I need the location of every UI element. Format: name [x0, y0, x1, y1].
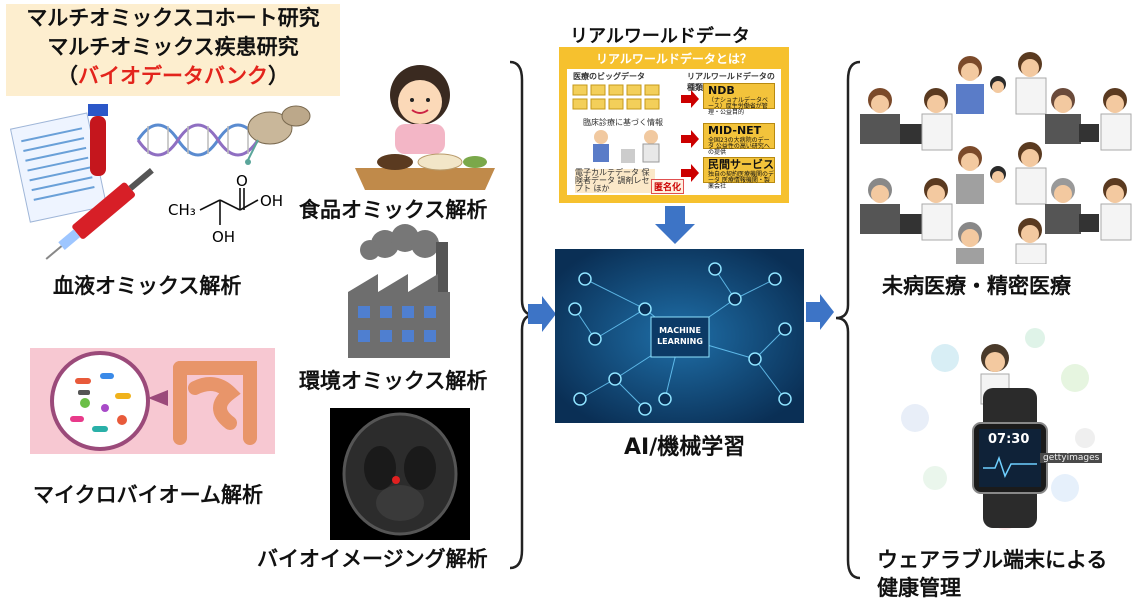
wearable-label-line2: 健康管理	[877, 576, 961, 600]
o-label: O	[236, 172, 248, 190]
poster-arrows	[681, 90, 699, 182]
private-service-title: 民間サービス	[708, 158, 774, 171]
ai-ml-label: AI/機械学習	[624, 435, 746, 460]
precision-medicine-label: 未病医療・精密医療	[882, 274, 1071, 298]
ch3-label: CH₃	[168, 201, 196, 219]
main-dish-icon	[417, 153, 463, 171]
ml-badge-line1: MACHINE	[659, 326, 701, 335]
biodatabank-text: バイオデータバンク	[77, 64, 269, 88]
right-group-bracket	[835, 60, 861, 580]
private-service-box: 民間サービス独自の契約医療機関のデータ 医療情報機関・製薬会社	[703, 157, 775, 190]
blood-omics-illustration: CH₃ OH O OH	[9, 104, 311, 260]
wearable-health-illustration	[901, 328, 1095, 530]
ndb-sub: （ナショナルデータベース）厚生労働省が管理・公益目的	[708, 97, 769, 116]
data-folders-icon	[572, 84, 660, 110]
wearable-label-line1: ウェアラブル端末による	[877, 548, 1108, 572]
watch-brand: gettyimages	[1040, 453, 1103, 463]
side-dish-icon	[463, 156, 487, 168]
consultation-icons	[860, 52, 1132, 264]
header-line-1: マルチオミックスコホート研究	[26, 6, 320, 30]
midnet-title: MID-NET	[708, 124, 762, 137]
rwd-poster: リアルワールドデータとは？ 医療のビッグデータ リアルワールドデータの種類 臨床…	[559, 47, 789, 203]
ndb-title: NDB	[708, 84, 735, 97]
ml-badge-line2: LEARNING	[657, 337, 703, 346]
lactic-acid-structure	[199, 188, 259, 225]
ml-badge: MACHINE LEARNING	[651, 325, 709, 347]
private-service-sub: 独自の契約医療機関のデータ 医療情報機関・製薬会社	[708, 171, 775, 190]
mri-scan-image	[330, 408, 470, 540]
network-graph	[555, 249, 804, 423]
person-eating-icon	[390, 65, 450, 154]
arrow-to-ai-icon	[528, 296, 556, 332]
table-tray	[355, 168, 495, 190]
ndb-box: NDB（ナショナルデータベース）厚生労働省が管理・公益目的	[703, 83, 775, 116]
paren-open: （	[56, 64, 78, 88]
smoke-cloud-icon	[360, 224, 439, 260]
anonymize-tag: 匿名化	[651, 179, 685, 194]
poster-col-right: リアルワールドデータの種類	[687, 72, 775, 92]
poster-col-left: 医療のビッグデータ	[573, 72, 645, 81]
intestine-icon	[173, 361, 257, 445]
magnified-bacteria-circle	[50, 351, 150, 451]
midnet-sub: 全国23の大病院のデータ 公益性の高い研究への提供	[708, 137, 770, 156]
header-line-3: （バイオデータバンク）	[6, 62, 340, 91]
food-omics-label: 食品オミックス解析	[299, 198, 488, 222]
arrow-to-outcomes-icon	[806, 294, 834, 330]
poster-left-caption: 臨床診療に基づく情報	[583, 118, 663, 127]
microbiome-illustration	[30, 348, 275, 454]
oh-label-bottom: OH	[212, 228, 235, 246]
smartwatch-icon	[972, 388, 1048, 528]
syringe-icon	[45, 167, 154, 260]
dna-helix-icon	[136, 123, 260, 157]
doctor-patient-icon	[593, 130, 660, 163]
blood-tube-icon	[88, 104, 108, 176]
factory-windows	[358, 306, 436, 342]
protein-complex-icon	[245, 105, 311, 165]
rwd-title: リアルワールドデータ	[570, 26, 750, 47]
watch-time: 07:30	[988, 432, 1030, 447]
environment-omics-label: 環境オミックス解析	[299, 369, 488, 393]
poster-left-list: 電子カルテデータ 保険者データ 調剤レセプト ほか	[575, 169, 655, 193]
poster-heading: リアルワールドデータとは？	[596, 52, 752, 66]
bacteria-icons	[70, 373, 131, 432]
lesion-marker	[392, 476, 400, 484]
arrow-down-icon	[655, 206, 695, 244]
food-omics-illustration	[355, 65, 495, 190]
factory-illustration	[348, 224, 450, 358]
bioimaging-label: バイオイメージング解析	[257, 547, 488, 571]
machine-learning-image: MACHINE LEARNING	[555, 249, 804, 423]
oh-label-right: OH	[260, 192, 283, 210]
chimney-icon	[436, 242, 448, 294]
ml-badge-box	[650, 316, 710, 358]
cohort-header-box: マルチオミックスコホート研究 マルチオミックス疾患研究 （バイオデータバンク）	[6, 4, 340, 96]
poster-body: 医療のビッグデータ リアルワールドデータの種類 臨床診療に基づく情報 電子カルテ…	[567, 69, 781, 195]
soup-bowl-icon	[377, 154, 413, 170]
paren-close: ）	[268, 64, 290, 88]
doctor-patient-grid	[860, 52, 1132, 264]
microbiome-label: マイクロバイオーム解析	[33, 483, 263, 507]
header-line-2: マルチオミックス疾患研究	[47, 35, 299, 59]
blood-omics-label: 血液オミックス解析	[53, 274, 242, 298]
